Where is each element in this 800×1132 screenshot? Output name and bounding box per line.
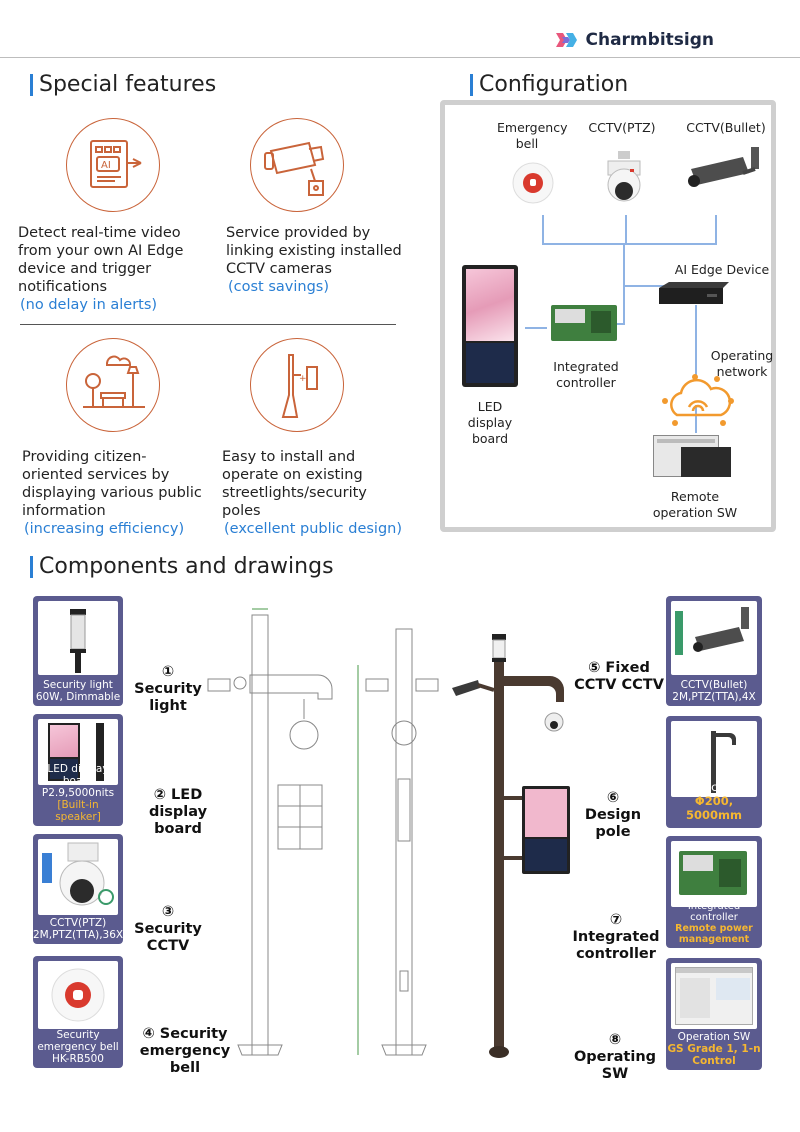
label-integrated-controller: ⑦ Integrated controller [572,912,660,962]
structure-pole-image [711,731,736,793]
card-operating-sw: Operation SW GS Grade 1, 1-n Control [666,958,762,1070]
feature-text-cctv-link: Service provided by linking existing ins… [226,225,402,295]
svg-text:+: + [299,374,307,384]
card-led-display: LED display board P2.9,5000nits [Built-i… [33,714,123,826]
ai-edge-device-image [659,282,729,304]
integrated-controller-image [551,305,617,341]
network-cloud-icon [662,374,734,426]
label-operating-sw: ⑧ Operating SW [573,1032,657,1082]
pole-technical-drawing [207,608,439,1056]
components-title: Components and drawings [30,554,334,579]
configuration-title: Configuration [470,72,628,97]
card-structure: Structure Φ200, 5000mm [666,716,762,828]
special-features-title: Special features [30,72,216,97]
card-caption: Structure Φ200, 5000mm [686,780,742,822]
card-ptz-cctv: CCTV(PTZ) 2M,PTZ(TTA),36X [33,834,123,944]
cctv-bullet-label: CCTV(Bullet) [686,120,766,135]
card-caption: CCTV(PTZ) 2M,PTZ(TTA),36X [33,917,123,941]
emergency-bell-card-image [51,968,105,1022]
ptz-cctv-image [42,842,114,906]
card-caption: Integrated controller Remote power manag… [675,901,753,945]
label-security-cctv: ③ Security CCTV [134,904,202,954]
configuration-diagram: Emergency bell CCTV(PTZ) CCTV(Bullet) AI… [440,100,776,532]
brand-name: Charmbitsign [585,30,715,50]
led-display-image [462,265,518,387]
card-caption: Operation SW GS Grade 1, 1-n Control [667,1031,761,1067]
cctv-camera-icon [250,118,344,212]
park-bench-icon [66,338,160,432]
card-caption: Security emergency bell HK-RB500 [37,1029,119,1065]
remote-sw-label: Remote operation SW [652,489,738,520]
features-divider [20,324,396,325]
integrated-controller-label: Integrated controller [553,359,619,390]
card-caption: Security light 60W, Dimmable [35,679,121,703]
card-caption: LED display board P2.9,5000nits [Built-i… [41,763,115,823]
header-divider [0,57,800,58]
feature-text-realtime: Detect real-time video from your own AI … [18,225,184,313]
brand-logo: Charmbitsign [554,30,715,50]
card-emergency-bell: Security emergency bell HK-RB500 [33,956,123,1068]
bullet-camera-image [688,147,759,187]
card-integrated-controller: Integrated controller Remote power manag… [666,836,762,948]
brand-mark-icon [555,33,577,47]
label-design-pole: ⑥ Design pole [584,790,642,840]
card-bullet-cctv: CCTV(Bullet) 2M,PTZ(TTA),4X [666,596,762,706]
emergency-bell-label: Emergency bell [497,120,568,151]
emergency-bell-image [512,162,554,204]
design-pole-image [452,634,570,1058]
operating-network-label: Operating network [710,348,774,379]
ai-edge-device-label: AI Edge Device [674,262,770,277]
label-emergency-bell: ④ Security emergency bell [139,1026,231,1076]
label-security-light: ① Security light [134,664,202,714]
ai-chip-icon: AI [66,118,160,212]
feature-text-install: Easy to install and operate on existing … [222,449,403,537]
security-light-image [70,609,86,673]
cctv-ptz-label: CCTV(PTZ) [588,120,656,135]
feature-text-citizen: Providing citizen-oriented services by d… [22,449,202,537]
card-caption: CCTV(Bullet) 2M,PTZ(TTA),4X [672,679,756,703]
bullet-cctv-image [675,607,749,655]
label-fixed-cctv: ⑤ Fixed CCTV CCTV [574,660,664,693]
svg-text:AI: AI [101,160,111,171]
label-led-display: ② LED display board [148,787,208,837]
led-display-label: LED display board [467,399,513,446]
ptz-camera-image [607,151,641,202]
card-security-light: Security light 60W, Dimmable [33,596,123,706]
street-pole-icon: + [250,338,344,432]
